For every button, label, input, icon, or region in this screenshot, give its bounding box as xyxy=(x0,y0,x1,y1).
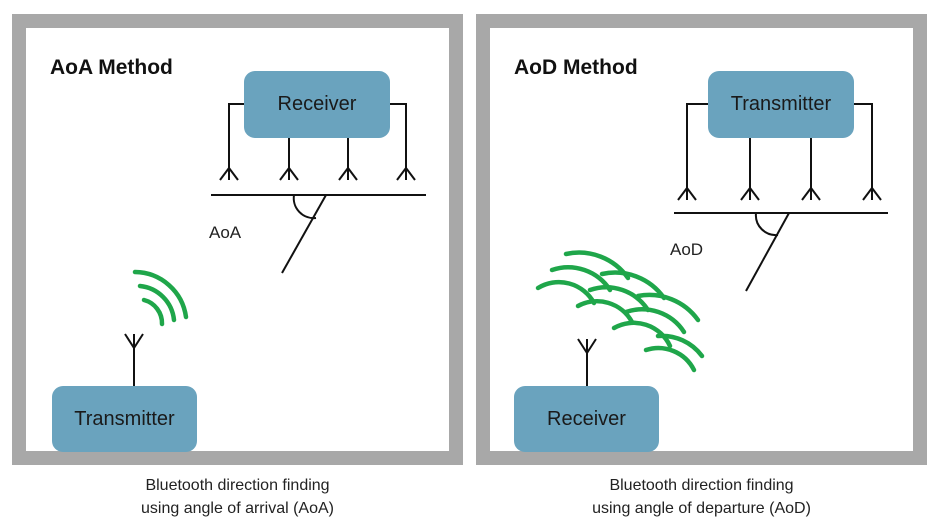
antenna-icon xyxy=(279,167,299,181)
receiver-box: Receiver xyxy=(244,71,390,138)
antenna-icon xyxy=(862,187,882,201)
antenna-icon xyxy=(396,167,416,181)
aod-caption: Bluetooth direction finding using angle … xyxy=(476,474,927,520)
antenna-wire-1 xyxy=(686,103,708,188)
caption-line: using angle of arrival (AoA) xyxy=(141,500,334,517)
panel-title: AoD Method xyxy=(514,56,638,79)
antenna-wire-4 xyxy=(390,103,407,168)
aoa-diagram xyxy=(124,103,426,386)
aoa-panel: AoA Method Receiver AoA Transmitter xyxy=(12,14,463,465)
arrival-direction-line xyxy=(281,194,327,274)
caption-line: Bluetooth direction finding xyxy=(145,477,330,494)
aod-diagram xyxy=(535,103,888,386)
antenna-icon xyxy=(219,167,239,181)
antenna-wire-4 xyxy=(854,103,873,188)
antenna-icon xyxy=(338,167,358,181)
signal-waves-icon xyxy=(132,269,189,327)
angle-label: AoA xyxy=(209,223,242,242)
transmitter-antenna-icon xyxy=(124,333,144,386)
signal-waves-icon xyxy=(535,250,705,373)
antenna-icon xyxy=(801,187,821,201)
antenna-icon xyxy=(740,187,760,201)
angle-arc xyxy=(754,212,779,237)
caption-line: using angle of departure (AoD) xyxy=(592,500,811,517)
aoa-caption: Bluetooth direction finding using angle … xyxy=(12,474,463,520)
angle-arc xyxy=(292,194,317,220)
caption-line: Bluetooth direction finding xyxy=(609,477,794,494)
receiver-antenna-icon xyxy=(577,338,597,386)
receiver-box: Receiver xyxy=(514,386,659,452)
panel-title: AoA Method xyxy=(50,56,173,79)
antenna-icon xyxy=(677,187,697,201)
departure-direction-line xyxy=(745,212,790,292)
aod-panel: AoD Method Transmitter AoD Receiver xyxy=(476,14,927,465)
transmitter-box: Transmitter xyxy=(52,386,197,452)
antenna-wire-1 xyxy=(228,103,244,168)
angle-label: AoD xyxy=(670,240,704,259)
transmitter-box: Transmitter xyxy=(708,71,854,138)
